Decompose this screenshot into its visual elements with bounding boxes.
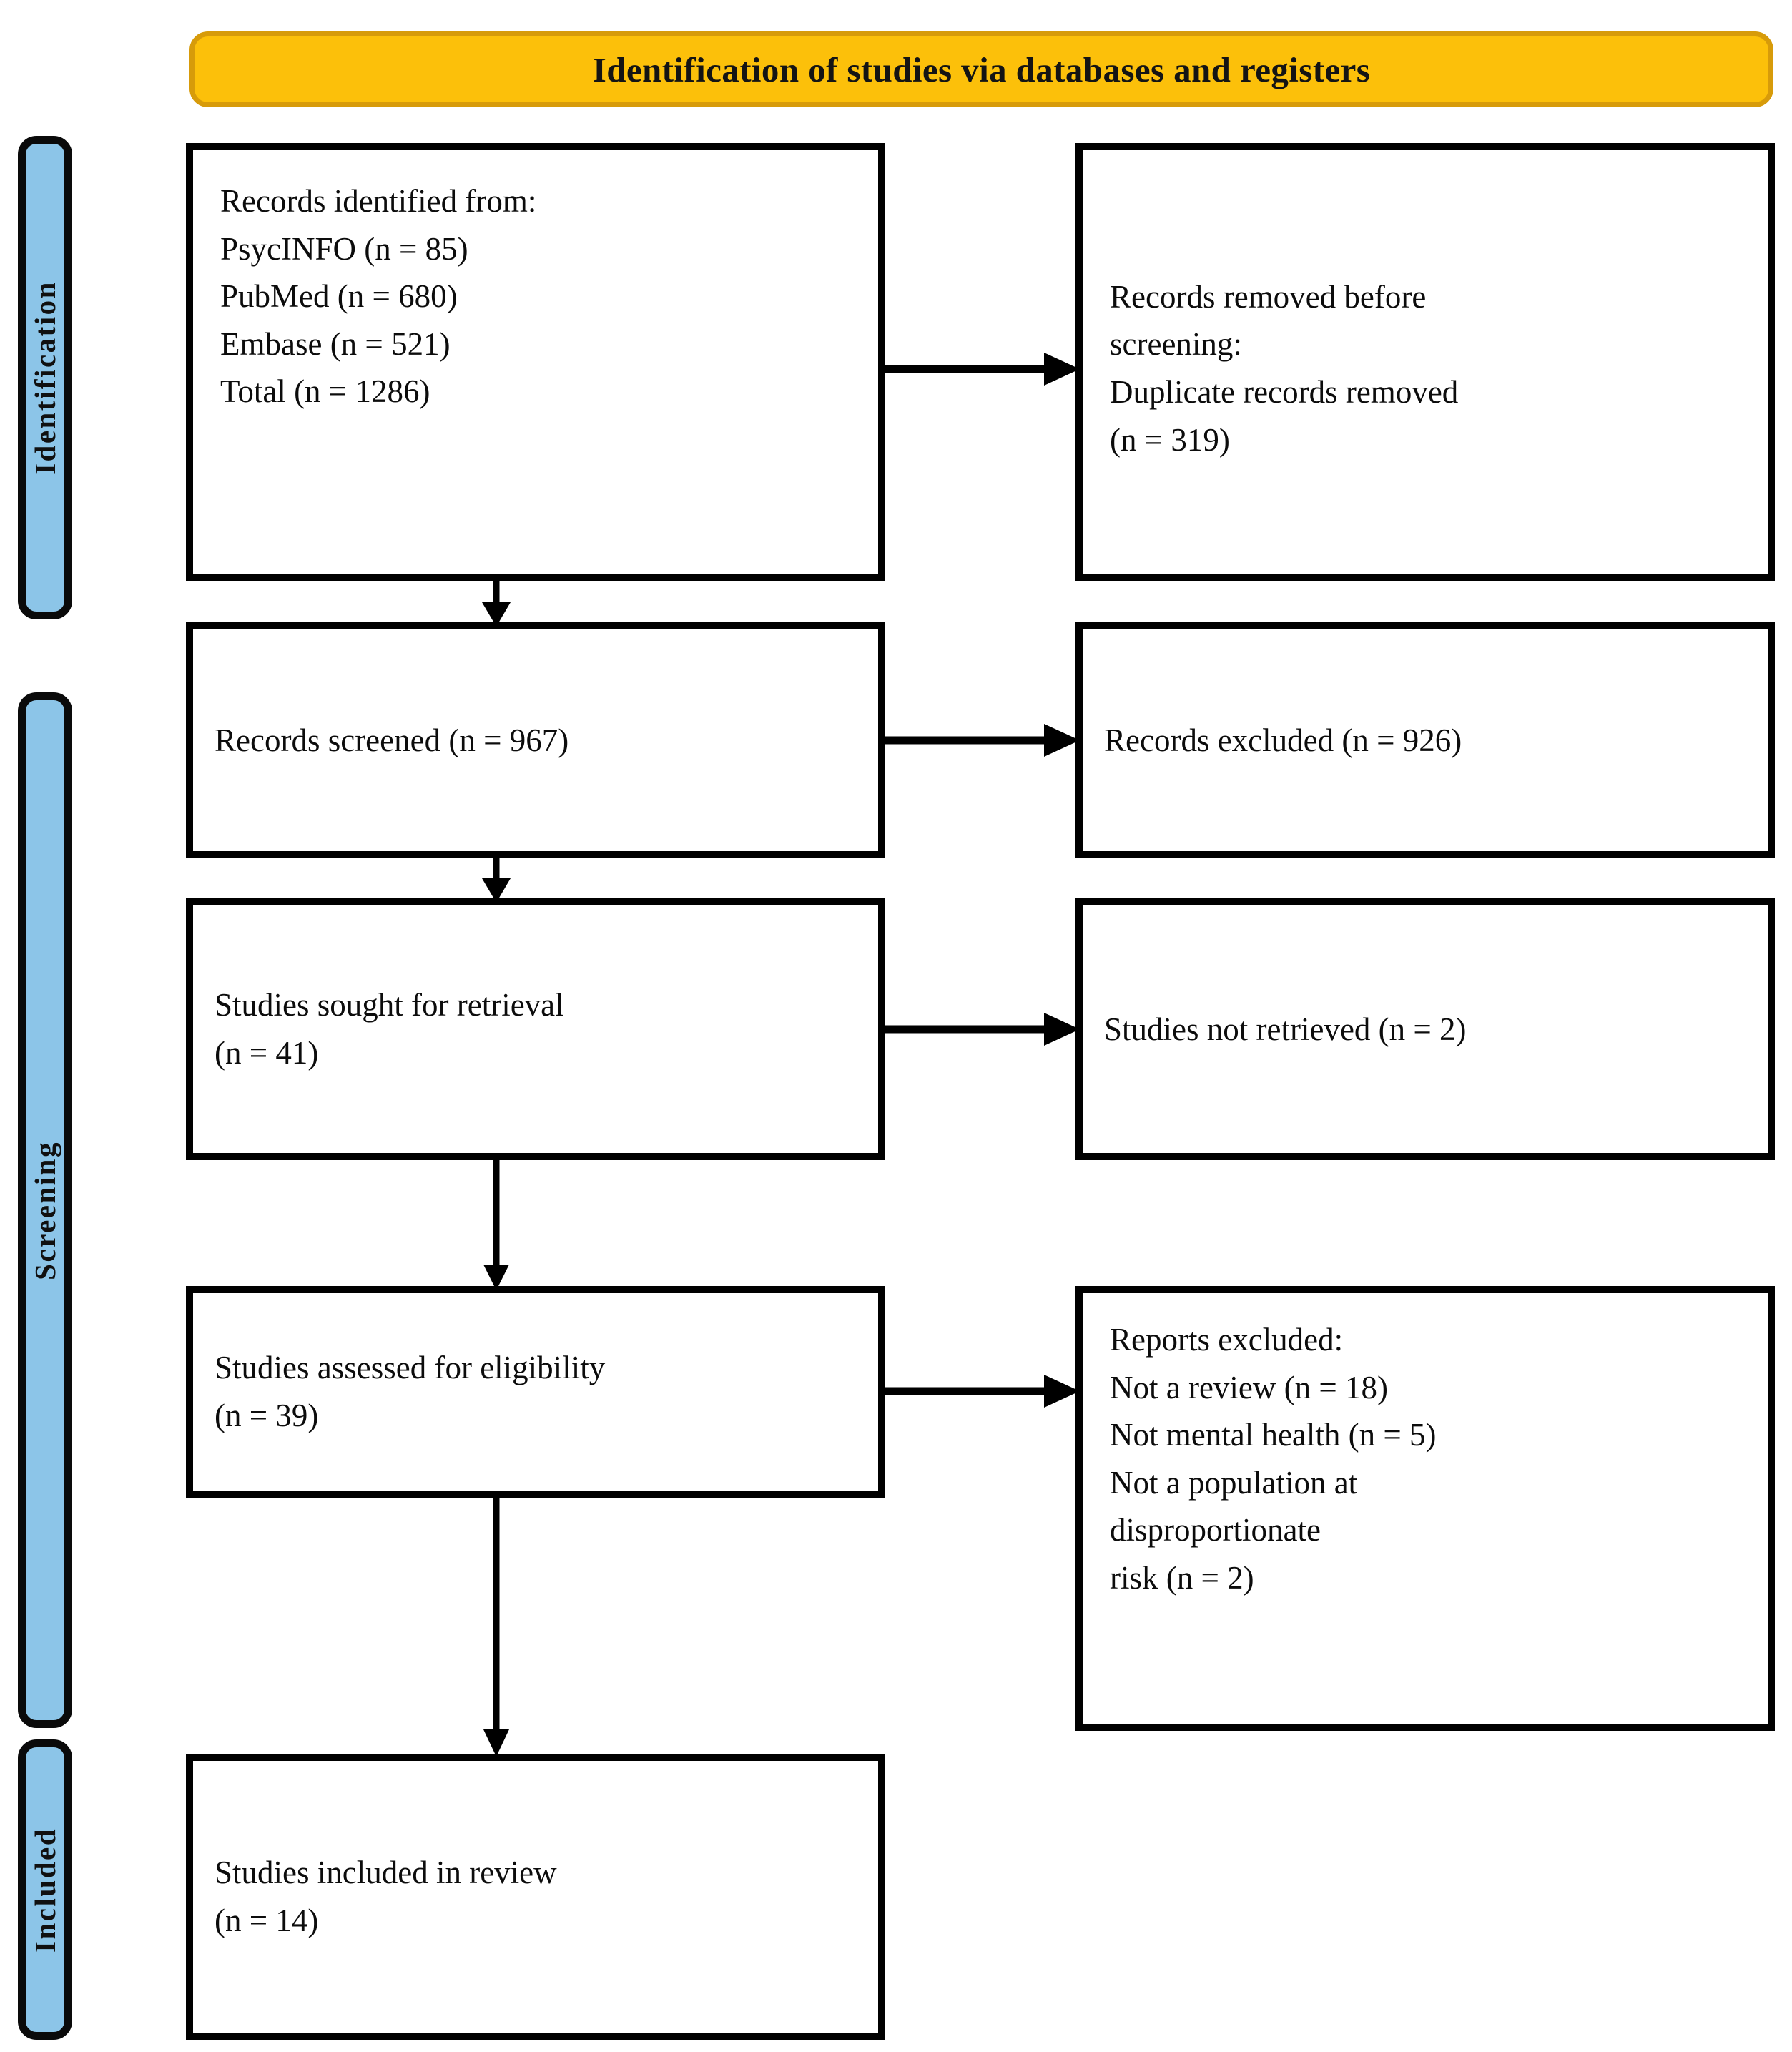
box-studies-included-text: Studies included in review (n = 14) xyxy=(215,1855,557,1938)
box-studies-assessed-for-eligibility: Studies assessed for eligibility (n = 39… xyxy=(186,1286,885,1498)
phase-label-text: Identification xyxy=(29,280,61,475)
arrow-sought-to-not-retrieved xyxy=(881,1007,1083,1051)
phase-label-identification: Identification xyxy=(18,136,72,619)
box-reports-excluded: Reports excluded: Not a review (n = 18) … xyxy=(1075,1286,1775,1731)
arrow-identified-to-screened xyxy=(475,576,518,628)
arrow-assessed-to-reports-excluded xyxy=(881,1369,1083,1413)
arrow-screened-to-excluded xyxy=(881,718,1083,762)
arrow-identified-to-removed xyxy=(881,347,1083,391)
box-records-removed-before-screening: Records removed before screening: Duplic… xyxy=(1075,143,1775,581)
box-records-excluded: Records excluded (n = 926) xyxy=(1075,622,1775,858)
identification-banner: Identification of studies via databases … xyxy=(189,31,1773,107)
box-studies-not-retrieved-text: Studies not retrieved (n = 2) xyxy=(1104,1011,1467,1047)
arrow-sought-to-assessed xyxy=(475,1156,518,1292)
arrow-assessed-to-included xyxy=(475,1493,518,1758)
box-studies-included-in-review: Studies included in review (n = 14) xyxy=(186,1754,885,2040)
arrow-screened-to-sought xyxy=(475,854,518,904)
box-reports-excluded-text: Reports excluded: Not a review (n = 18) … xyxy=(1110,1322,1437,1596)
box-records-screened-text: Records screened (n = 967) xyxy=(215,722,569,758)
box-studies-assessed-text: Studies assessed for eligibility (n = 39… xyxy=(215,1350,606,1433)
box-records-excluded-text: Records excluded (n = 926) xyxy=(1104,722,1462,758)
box-records-identified-text: Records identified from: PsycINFO (n = 8… xyxy=(220,183,537,410)
box-records-identified: Records identified from: PsycINFO (n = 8… xyxy=(186,143,885,581)
box-studies-sought-for-retrieval: Studies sought for retrieval (n = 41) xyxy=(186,898,885,1160)
box-records-screened: Records screened (n = 967) xyxy=(186,622,885,858)
phase-label-screening: Screening xyxy=(18,692,72,1728)
banner-title: Identification of studies via databases … xyxy=(592,49,1371,89)
box-studies-sought-text: Studies sought for retrieval (n = 41) xyxy=(215,987,564,1071)
box-studies-not-retrieved: Studies not retrieved (n = 2) xyxy=(1075,898,1775,1160)
phase-label-included: Included xyxy=(18,1739,72,2040)
box-records-removed-text: Records removed before screening: Duplic… xyxy=(1110,278,1459,458)
phase-label-text: Screening xyxy=(29,1140,61,1280)
phase-label-text: Included xyxy=(29,1827,61,1953)
